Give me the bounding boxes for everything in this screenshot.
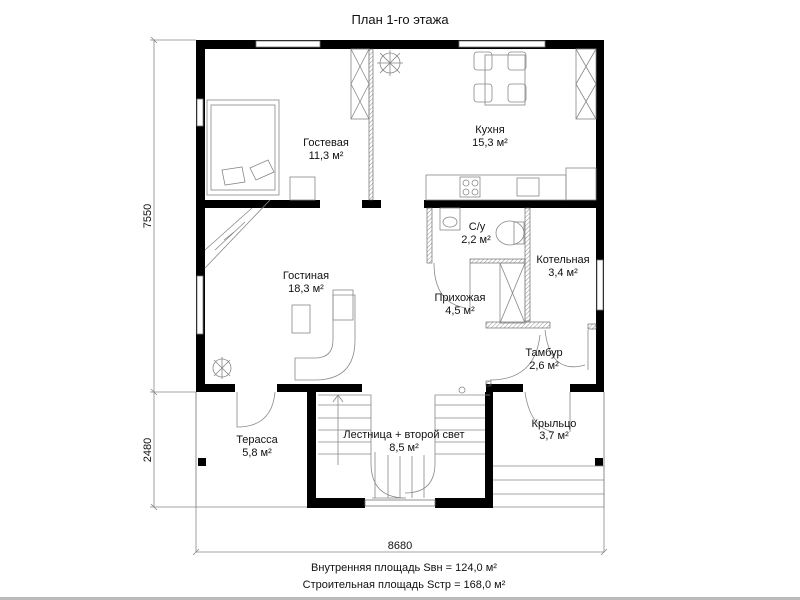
room-name: Кухня [475, 124, 504, 136]
room-area: 2,6 м² [529, 360, 559, 372]
internal-area: Внутренняя площадь Sвн = 124,0 м² [311, 562, 497, 574]
room-area: 8,5 м² [389, 442, 419, 454]
room-name: Терасса [236, 434, 278, 446]
windows [196, 40, 604, 507]
room-name: С/у [469, 221, 486, 233]
room-area: 15,3 м² [472, 137, 508, 149]
room-area: 18,3 м² [288, 283, 324, 295]
room-name: Гостиная [283, 270, 329, 282]
room-area: 3,7 м² [539, 430, 569, 442]
room-area: 11,3 м² [309, 150, 344, 162]
room-area: 2,2 м² [461, 234, 491, 246]
room-area: 3,4 м² [548, 267, 578, 279]
divider [0, 597, 800, 600]
dimension-height-porch: 2480 [142, 438, 154, 462]
room-name: Гостевая [303, 137, 349, 149]
room-name: Крыльцо [532, 418, 577, 430]
interior-walls [196, 48, 604, 387]
room-name: Лестница + второй свет [343, 429, 464, 441]
room-area: 4,5 м² [445, 305, 475, 317]
dimension-height-main: 7550 [142, 204, 154, 228]
building-area: Строительная площадь Sстр = 168,0 м² [303, 579, 506, 591]
dimension-width: 8680 [388, 540, 412, 552]
room-area: 5,8 м² [242, 447, 272, 459]
room-name: Тамбур [525, 347, 562, 359]
dimension-lines [150, 36, 608, 556]
room-name: Прихожая [435, 292, 486, 304]
plan-title: План 1-го этажа [351, 12, 449, 27]
outer-walls [196, 40, 604, 508]
room-name: Котельная [536, 254, 589, 266]
room-labels: Гостевая 11,3 м² Кухня 15,3 м² С/у 2,2 м… [236, 124, 589, 459]
